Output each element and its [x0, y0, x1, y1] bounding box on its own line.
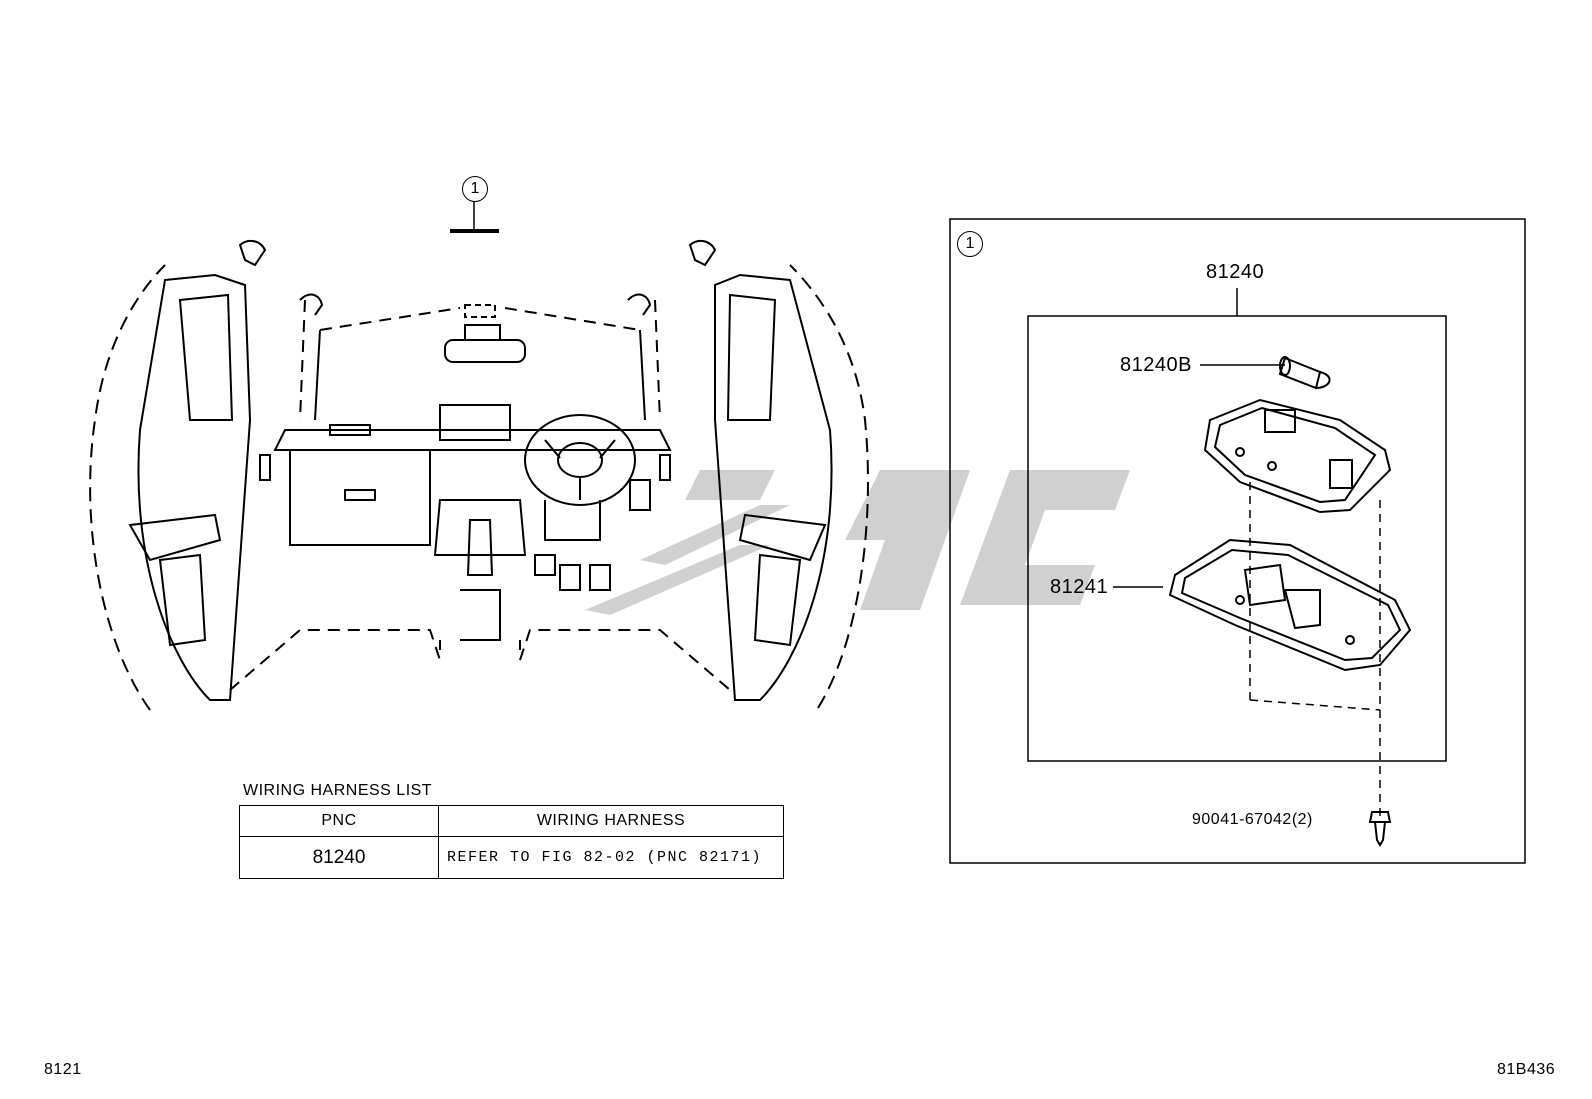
vehicle-interior-drawing: [89, 239, 869, 711]
figure-code-left: 8121: [44, 1061, 82, 1078]
row-pnc: 81240: [239, 836, 439, 879]
wiring-harness-table: PNC WIRING HARNESS 81240 REFER TO FIG 82…: [239, 805, 784, 879]
windshield-frame: [319, 307, 641, 331]
table-header-row: PNC WIRING HARNESS: [239, 805, 784, 837]
vehicle-body-outline: [89, 264, 166, 711]
bulb-part-number: 81240B: [1120, 354, 1192, 376]
screw-part-number: 90041-67042(2): [1192, 811, 1313, 828]
center-console: [433, 499, 527, 556]
figure-code-right: 81B436: [1497, 1061, 1556, 1078]
watermark-logo: [585, 470, 1130, 615]
header-pnc: PNC: [239, 805, 439, 837]
floor-outline: [229, 629, 731, 691]
wiring-harness-title: WIRING HARNESS LIST: [243, 782, 433, 799]
left-door: [137, 273, 252, 701]
header-wiring-harness: WIRING HARNESS: [438, 805, 784, 837]
row-harness-reference: REFER TO FIG 82-02 (PNC 82171): [438, 836, 784, 879]
bulb-drawing: [1278, 356, 1331, 390]
housing-part-number: 81241: [1050, 576, 1109, 598]
screw-drawing: [1368, 811, 1392, 847]
steering-wheel: [524, 414, 636, 506]
assembly-guide-lines: [1249, 482, 1381, 820]
rearview-mirror: [444, 339, 526, 363]
lamp-lens-drawing: [1203, 398, 1392, 514]
detail-callout: 1: [957, 231, 983, 257]
assembly-part-number: 81240: [1206, 261, 1265, 283]
table-row: 81240 REFER TO FIG 82-02 (PNC 82171): [239, 836, 784, 879]
lamp-housing-drawing: [1168, 538, 1412, 672]
detail-frame: [949, 218, 1526, 864]
assembly-frame: [1027, 315, 1447, 762]
dashboard: [273, 429, 672, 451]
right-door: [714, 273, 833, 701]
pedals: [534, 554, 556, 576]
overview-callout: 1: [462, 176, 488, 202]
